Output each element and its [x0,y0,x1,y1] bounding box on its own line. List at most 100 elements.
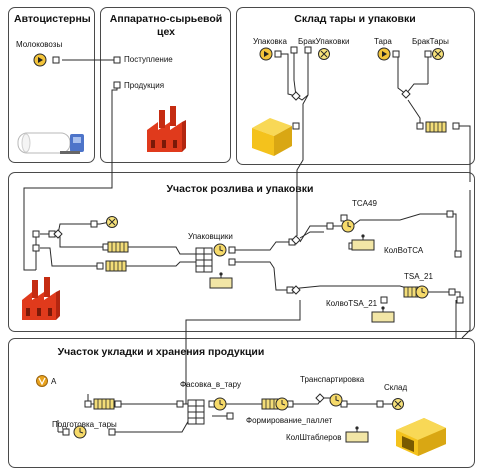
label-param-a: A [51,377,57,386]
port[interactable] [228,246,236,254]
truck-icon [17,132,84,154]
port[interactable] [424,50,432,58]
delay-icon[interactable] [213,397,227,411]
queue-icon[interactable] [107,241,129,253]
parameter-icon [36,375,48,387]
port[interactable] [416,122,424,130]
select-output-icon[interactable] [401,89,411,99]
port[interactable] [292,122,300,130]
label-stackers: КолШтаблеров [286,433,342,442]
delay-icon[interactable] [341,219,355,233]
queue-icon[interactable] [93,398,115,410]
label-packers: Упаковщики [188,232,233,241]
resource-pool-icon[interactable] [351,234,375,251]
ports [32,46,464,436]
sink-icon [320,50,328,58]
panel-tanks-title: Автоцистерны [14,13,91,25]
label-pack-defect: БракУпаковки [298,37,350,46]
port[interactable] [226,412,234,420]
source-tare[interactable] [377,47,391,61]
sink-icon [394,400,402,408]
port[interactable] [90,220,98,228]
resource-pool-icon[interactable] [371,306,395,323]
delay-icon[interactable] [415,285,429,299]
port[interactable] [32,230,40,238]
port[interactable] [326,222,334,230]
warehouse-icon [396,418,446,456]
box-icon [252,118,292,156]
port[interactable] [62,428,70,436]
port[interactable] [456,296,464,304]
resource-pool-icon[interactable] [209,272,233,289]
port[interactable] [176,400,184,408]
select-output-icon[interactable] [315,393,325,403]
source-icon [382,51,387,57]
sink-pack-defect[interactable] [318,48,330,60]
delay-icon[interactable] [213,243,227,257]
delay-icon[interactable] [329,393,343,407]
source-milk-trucks[interactable] [33,53,47,67]
port[interactable] [113,56,121,64]
delays [73,219,429,439]
panel-bottling [8,172,475,332]
sink-bottling[interactable] [106,216,118,228]
label-milk-trucks: Молоковозы [16,40,63,49]
panel-bottling-title: Участок розлива и упаковки [166,183,314,195]
label-tare-source: Тара [374,37,392,46]
label-pack-tare: Фасовка_в_тару [180,380,241,389]
delay-icon[interactable] [73,425,87,439]
port[interactable] [304,46,312,54]
port[interactable] [274,50,282,58]
label-port-out: Продукция [124,81,165,90]
select-output-icon[interactable] [291,91,301,101]
source-icon [38,57,43,63]
label-tsa21: TSA_21 [404,272,433,281]
select-output-icon[interactable] [53,229,63,239]
port[interactable] [228,258,236,266]
pack-tare-stack[interactable] [187,399,205,425]
port[interactable] [114,400,122,408]
label-stock: Склад [384,383,408,392]
resource-pools [209,234,395,443]
label-tca49: TCA49 [352,199,377,208]
label-pallet: Формирование_паллет [246,416,333,425]
label-tare-defect: БракТары [412,37,449,46]
port[interactable] [448,288,456,296]
connector-lines [23,50,471,433]
label-tsa-count: КолвоTSA_21 [326,299,378,308]
label-port-in: Поступление [124,55,173,64]
queue-icon[interactable] [425,121,447,133]
select-output-icon[interactable] [291,235,301,245]
port[interactable] [84,400,92,408]
port[interactable] [392,50,400,58]
resource-pool-icon[interactable] [345,426,369,443]
factory-icon-bottling [22,277,60,320]
panel-storage-title: Склад тары и упаковки [294,13,416,25]
port[interactable] [452,122,460,130]
panel-warehouse-title: Участок укладки и хранения продукции [57,346,265,358]
port[interactable] [376,400,384,408]
port[interactable] [52,56,60,64]
port[interactable] [108,428,116,436]
label-prep-tare: Подготовка_тары [52,420,117,429]
port[interactable] [113,81,121,89]
port[interactable] [32,244,40,252]
queue-icon[interactable] [105,260,127,272]
port[interactable] [96,262,104,270]
source-icon [264,51,269,57]
source-pack[interactable] [259,47,273,61]
select-output-icon[interactable] [291,285,301,295]
delay-icon[interactable] [275,397,289,411]
port[interactable] [380,296,388,304]
panel-hardware-title: Аппаратно-сырьевой [109,13,223,25]
port[interactable] [290,46,298,54]
port[interactable] [446,210,454,218]
label-pack-source: Упаковка [253,37,287,46]
label-transport: Транспартировка [300,375,365,384]
sink-stock[interactable] [392,398,404,410]
port[interactable] [454,250,462,258]
sink-tare-defect[interactable] [432,48,444,60]
select-outputs [53,89,411,403]
packers-stack[interactable] [195,247,213,273]
